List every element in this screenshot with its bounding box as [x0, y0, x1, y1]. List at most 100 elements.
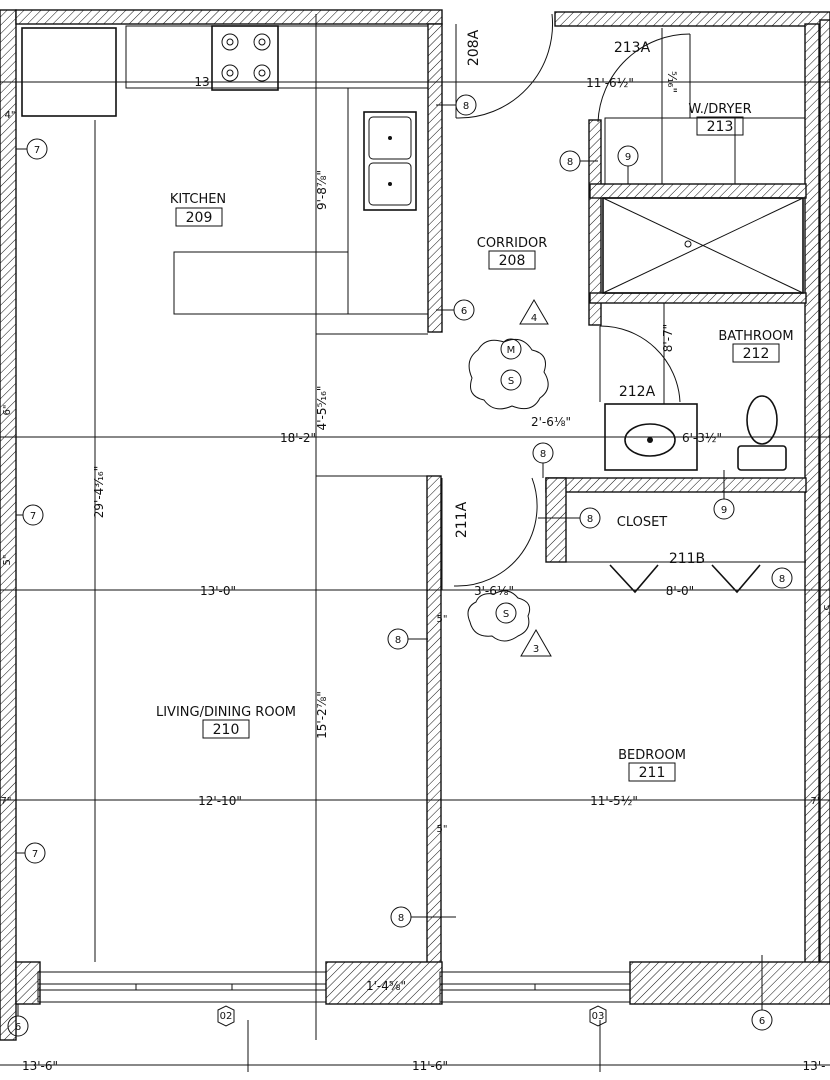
keynote-8-e: 8	[779, 574, 785, 585]
keynotes: 7 7 7 8 6 8 9 8 8 9 8 8 8 6 6	[7, 94, 793, 1037]
shower	[602, 197, 804, 294]
bath-fixtures	[602, 117, 806, 471]
keynote-7-a: 7	[34, 145, 40, 156]
room-name-washer-dryer: W./DRYER	[688, 102, 751, 117]
dimension-text: 13 11'-6½" 9'-8⅞" ⁵⁄₁₆" 8'-7" 4'-5⁵⁄₁₆" …	[1, 71, 830, 1073]
revision-triangle-3	[520, 628, 552, 657]
keynote-9-b: 9	[721, 505, 727, 516]
dimension-lines	[0, 14, 830, 1072]
windows	[37, 971, 631, 1003]
motion-detector-label: M	[507, 345, 516, 356]
dim-13: 13	[194, 75, 209, 89]
door-tag-213a: 213A	[614, 40, 651, 56]
wall-closet-top	[545, 477, 807, 493]
keynote-6-c: 6	[759, 1016, 765, 1027]
smoke-detector-label-lower: S	[503, 609, 509, 620]
dim-8-0: 8'-0"	[666, 584, 694, 598]
room-number-washer-dryer: 213	[707, 119, 734, 135]
grid-tag-03: 03	[592, 1011, 605, 1022]
dim-bottom-11-6: 11'-6"	[412, 1059, 448, 1073]
door-tag-211a: 211A	[454, 501, 470, 538]
dim-5-b: 5"	[437, 824, 448, 835]
dim-bottom-13-right: 13'-	[803, 1059, 826, 1073]
wall-living-bedroom	[426, 475, 442, 967]
keynote-7-c: 7	[32, 849, 38, 860]
dim-11-6-half: 11'-6½"	[586, 76, 634, 90]
right-counter	[347, 87, 429, 315]
room-name-bathroom: BATHROOM	[718, 329, 793, 344]
toilet-bowl	[746, 395, 778, 445]
dim-11-5-half: 11'-5½"	[590, 794, 638, 808]
dim-1-4-5-8: 1'-4⅝"	[366, 979, 406, 993]
door-tags: 208A 213A 212A 211A 211B	[454, 29, 705, 567]
door-211b-bifold-right	[711, 564, 761, 594]
wall-top-right	[554, 11, 830, 27]
keynote-8-d: 8	[587, 514, 593, 525]
room-name-corridor: CORRIDOR	[477, 236, 547, 251]
kitchen-island	[173, 251, 349, 315]
motion-detector-icon	[500, 338, 522, 360]
dim-18-2: 18'-2"	[280, 431, 316, 445]
wall-right-exterior	[804, 23, 820, 965]
dim-12-10: 12'-10"	[198, 794, 242, 808]
dim-4-left: 4"	[5, 110, 16, 121]
wall-wd-bottom	[589, 183, 807, 199]
revision-triangle-4-label: 4	[531, 313, 537, 324]
dim-8-7: 8'-7"	[661, 324, 675, 352]
room-number-corridor: 208	[499, 253, 526, 269]
room-name-living: LIVING/DINING ROOM	[156, 705, 296, 720]
window-living	[37, 971, 327, 1003]
door-213a-swing	[597, 33, 691, 123]
keynote-8-c: 8	[540, 449, 546, 460]
wall-corridor-right	[588, 119, 602, 326]
detector-cloud-lower	[467, 590, 531, 642]
keynote-8-b: 8	[567, 157, 573, 168]
room-name-kitchen: KITCHEN	[170, 192, 226, 207]
wall-bottom-left	[15, 961, 41, 1005]
smoke-detector-icon-lower	[495, 602, 517, 624]
dim-7-left: 7"	[1, 796, 12, 807]
room-name-closet: CLOSET	[617, 515, 668, 530]
room-number-kitchen: 209	[186, 210, 213, 226]
dim-13-0: 13'-0"	[200, 584, 236, 598]
door-tag-211b: 211B	[669, 551, 705, 567]
dim-2-6-1-8: 2'-6⅛"	[531, 415, 571, 429]
room-name-bedroom: BEDROOM	[618, 748, 686, 763]
dim-bottom-13-6: 13'-6"	[22, 1059, 58, 1073]
dim-5-right: 5"	[821, 605, 830, 616]
sink	[363, 111, 417, 211]
revision-triangle-3-label: 3	[533, 644, 539, 655]
dim-5-a: 5"	[437, 614, 448, 625]
grid-tag-02-hex	[217, 1005, 235, 1027]
room-number-bedroom: 211	[639, 765, 666, 781]
room-number-box-kitchen	[175, 207, 223, 227]
wall-top-kitchen	[15, 9, 443, 25]
kitchen-fixtures	[21, 25, 429, 315]
door-211b-bifold-left	[609, 564, 659, 594]
wall-kitchen-corridor	[427, 23, 443, 333]
dim-7-right: 7"	[811, 796, 822, 807]
refrigerator	[21, 27, 117, 117]
wall-shower-bottom	[589, 292, 807, 304]
window-bedroom	[439, 971, 631, 1003]
dim-5-16: ⁵⁄₁₆"	[665, 71, 679, 93]
grid-tag-02: 02	[220, 1011, 233, 1022]
grid-tag-03-hex	[589, 1005, 607, 1027]
revision-triangle-4	[519, 299, 549, 325]
dim-5-left: 5"	[2, 555, 13, 566]
keynote-6-a: 6	[461, 306, 467, 317]
grid-tags: 02 03	[217, 1005, 607, 1027]
wall-bottom-right	[629, 961, 830, 1005]
dim-9-8-7-8: 9'-8⅞"	[315, 170, 329, 210]
smoke-detector-label-upper: S	[508, 376, 514, 387]
wall-closet-left	[545, 477, 567, 563]
upper-counter	[125, 25, 429, 89]
room-number-living: 210	[213, 722, 240, 738]
dim-4-5-5-16: 4'-5⁵⁄₁₆"	[315, 386, 329, 431]
keynote-8-f: 8	[395, 635, 401, 646]
wall-right-outer	[819, 19, 830, 981]
burner-icons	[221, 33, 271, 82]
room-labels: KITCHEN 209 CORRIDOR 208 W./DRYER 213 BA…	[156, 102, 794, 782]
wall-bottom-mid	[325, 961, 443, 1005]
